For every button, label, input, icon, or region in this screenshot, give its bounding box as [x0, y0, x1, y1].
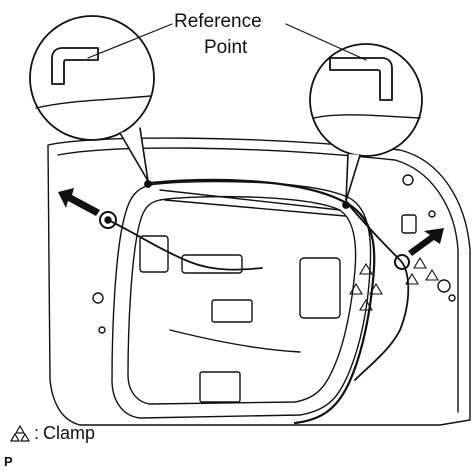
leader-line-right: [285, 23, 367, 61]
clamp-markers: [349, 256, 439, 311]
opening-upper-left: [139, 235, 169, 273]
callout-inner-line-left: [35, 95, 151, 109]
arrow-right: [408, 228, 444, 256]
panel-hole-2: [98, 326, 106, 334]
leader-line-left: [87, 23, 173, 59]
reference-pin-right: [342, 201, 350, 209]
left-attach-point: [99, 211, 117, 229]
reference-angle-right: [329, 57, 393, 101]
figure-code: P: [4, 454, 13, 469]
panel-hole-6: [448, 294, 456, 302]
panel-hole-5: [437, 279, 451, 293]
callout-label-line-1: Reference: [174, 11, 262, 32]
callout-circle-left: [29, 15, 155, 141]
opening-lower: [211, 299, 253, 323]
legend: : Clamp: [8, 423, 95, 444]
opening-bracket: [199, 371, 241, 403]
wire-branch: [107, 219, 263, 271]
panel-hole-1: [92, 292, 104, 304]
left-attach-point-center: [104, 216, 112, 224]
panel-hole-4: [428, 210, 436, 218]
connector-upper: [401, 214, 417, 234]
arrow-left: [58, 188, 100, 216]
callout-pointer-right: [345, 153, 361, 202]
reference-angle-left: [51, 47, 99, 85]
legend-label: Clamp: [43, 423, 96, 443]
service-hole-inner: [127, 195, 357, 405]
wire-branch-right: [347, 203, 410, 381]
regulator-rail-2: [164, 199, 346, 217]
callout-inner-line-right: [313, 114, 421, 119]
callout-circle-right: [309, 43, 423, 157]
service-hole-outline: [111, 180, 372, 419]
regulator-rail-3: [169, 329, 301, 353]
panel-hole-3: [402, 174, 414, 186]
wire-harness: [148, 178, 376, 425]
right-attach-point: [394, 254, 410, 270]
opening-right: [299, 257, 341, 319]
clamp-triangle-icon: [8, 424, 34, 444]
door-panel-inner-edge: [57, 147, 459, 413]
callout-label-line-2: Point: [204, 37, 248, 58]
callout-pointer-left: [119, 127, 149, 182]
legend-separator: :: [34, 423, 40, 443]
regulator-rail-1: [159, 189, 341, 211]
opening-slot: [181, 254, 243, 274]
